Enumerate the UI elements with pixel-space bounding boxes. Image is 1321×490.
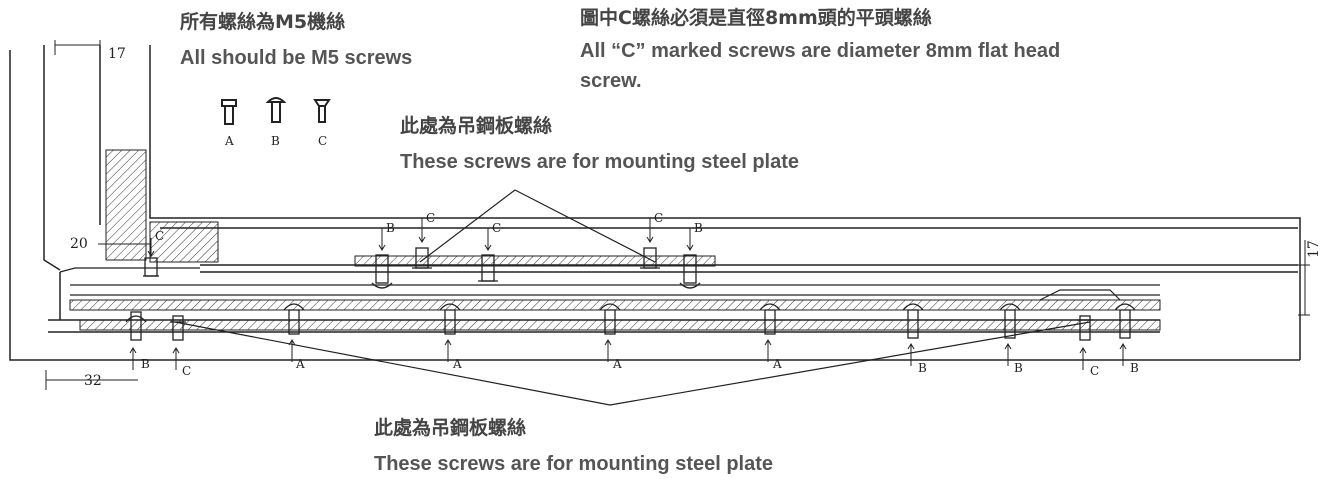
note-c-screws-en-1: All “C” marked screws are diameter 8mm f… xyxy=(580,40,1061,62)
bottom-screw-label: C xyxy=(1090,364,1099,378)
bottom-arrows xyxy=(129,339,1127,370)
top-screw-label: C xyxy=(654,211,663,225)
screw-legend: A B C xyxy=(221,97,331,148)
top-arrows xyxy=(147,218,694,257)
legend-screw-b-icon xyxy=(265,97,287,123)
bottom-screw-icon xyxy=(125,311,147,341)
note-mount-top-en: These screws are for mounting steel plat… xyxy=(400,151,800,173)
bottom-screw-label: B xyxy=(1130,361,1139,375)
top-screw-icon xyxy=(371,254,393,289)
top-screw-icon xyxy=(679,254,701,289)
top-screws xyxy=(143,247,701,289)
note-mount-top-cn: 此處為吊鋼板螺絲 xyxy=(400,115,553,137)
top-screw-icon xyxy=(143,257,159,277)
bottom-screw-icon xyxy=(599,303,621,335)
note-all-m5-cn: 所有螺絲為M5機絲 xyxy=(180,11,346,33)
legend-screw-c-icon xyxy=(313,99,331,123)
bottom-screw-label: B xyxy=(141,357,150,371)
bottom-screw-label: A xyxy=(612,357,622,371)
legend-screw-a-icon xyxy=(221,99,237,125)
top-screw-label: B xyxy=(694,221,703,235)
top-screw-icon xyxy=(640,247,660,269)
hatched-regions xyxy=(69,149,1161,331)
bottom-screw-label: A xyxy=(772,357,782,371)
bottom-screws xyxy=(125,303,1136,341)
note-mount-bottom-cn: 此處為吊鋼板螺絲 xyxy=(374,417,527,439)
bottom-screw-icon xyxy=(1114,303,1136,339)
dim-right-17: 17 xyxy=(1306,240,1321,258)
dimension-lines xyxy=(45,40,1310,390)
bottom-screw-label: A xyxy=(295,357,305,371)
note-all-m5-en: All should be M5 screws xyxy=(180,47,413,69)
top-screw-icon xyxy=(412,247,432,269)
bottom-screw-icon xyxy=(170,315,186,341)
bottom-screw-icon xyxy=(439,303,461,335)
note-c-screws-cn: 圖中C螺絲必須是直徑8mm頭的平頭螺絲 xyxy=(580,7,932,29)
inner-plates xyxy=(59,267,1160,301)
note-c-screws-en-2: screw. xyxy=(580,70,642,92)
bottom-screw-label: C xyxy=(182,364,191,378)
bottom-screw-icon xyxy=(999,303,1021,339)
bottom-screw-icon xyxy=(283,303,305,335)
legend-label-a: A xyxy=(224,134,234,148)
legend-label-c: C xyxy=(318,134,327,148)
top-screw-label: B xyxy=(386,221,395,235)
dim-bottom-32: 32 xyxy=(84,373,102,389)
top-screw-icon xyxy=(478,254,498,282)
top-screw-label: C xyxy=(492,221,501,235)
bottom-screw-icon xyxy=(902,303,924,339)
note-mount-bottom-en: These screws are for mounting steel plat… xyxy=(374,453,774,475)
dim-top-17: 17 xyxy=(108,46,126,62)
bottom-screw-label: A xyxy=(452,357,462,371)
outer-frame xyxy=(9,45,1301,361)
legend-label-b: B xyxy=(271,134,280,148)
top-screw-label: C xyxy=(426,211,435,225)
bottom-screw-label: B xyxy=(1014,361,1023,375)
bottom-screw-icon xyxy=(1077,315,1093,341)
bottom-screw-label: B xyxy=(918,361,927,375)
bottom-screw-icon xyxy=(759,303,781,335)
leader-lines xyxy=(174,189,1091,406)
dim-left-20: 20 xyxy=(70,236,88,252)
top-screw-label: C xyxy=(155,229,164,243)
